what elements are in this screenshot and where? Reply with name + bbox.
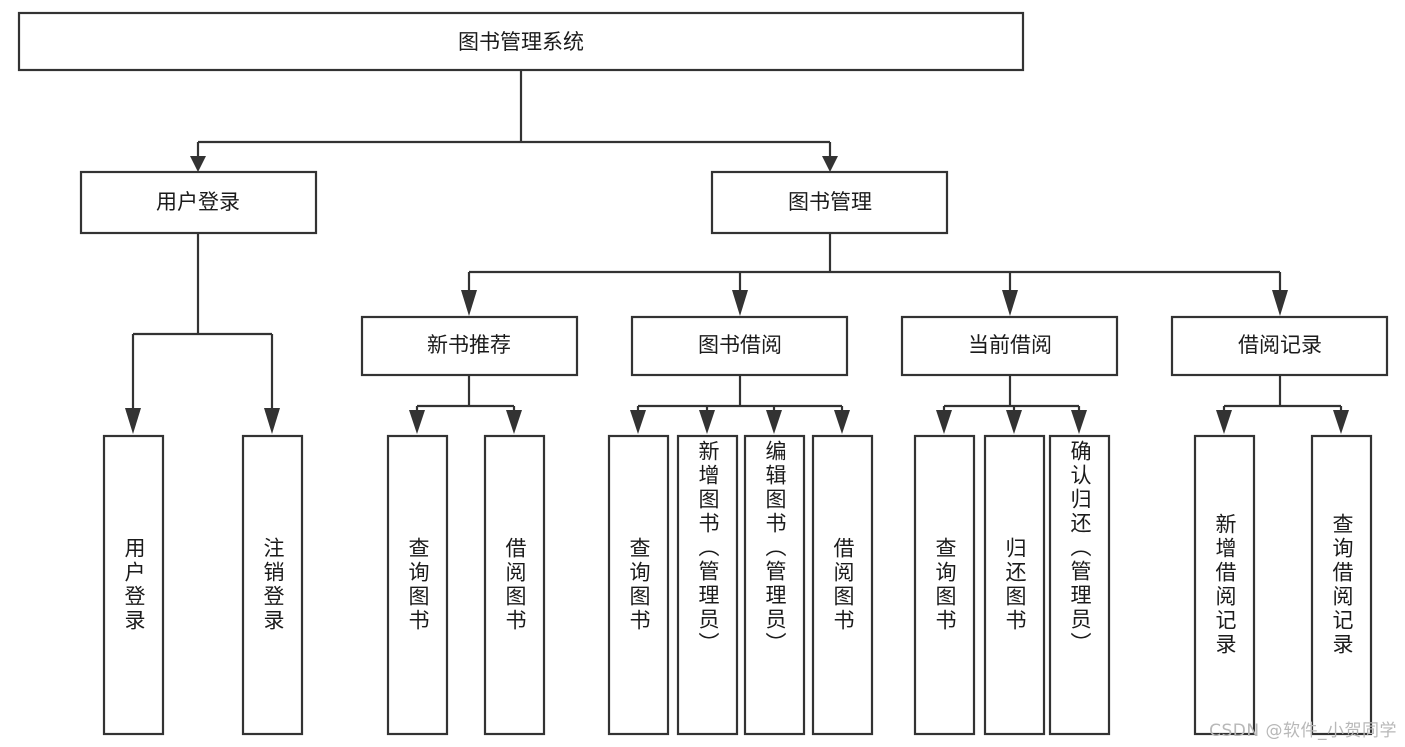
node-book-borrow-box[interactable]	[630, 315, 849, 377]
node-root[interactable]: 图书管理系统	[17, 11, 1025, 72]
arrow-head-leaf-add-borrow-record	[1216, 410, 1232, 434]
leaf-add-book-admin-box[interactable]	[676, 434, 739, 736]
arrow-head-leaf-borrow-book-2	[834, 410, 850, 434]
arrow-head-leaf-add-book-admin	[699, 410, 715, 434]
node-user-login[interactable]: 用户登录	[79, 170, 318, 235]
leaf-query-book-3-box[interactable]	[913, 434, 976, 736]
arrow-head-book-manage	[822, 156, 838, 172]
node-borrow-record-box[interactable]	[1170, 315, 1389, 377]
leaf-user-login-box[interactable]	[102, 434, 165, 736]
node-user-login-box[interactable]	[79, 170, 318, 235]
leaf-confirm-return-box[interactable]	[1048, 434, 1111, 736]
csdn-watermark: CSDN @软件_小贺同学	[1209, 721, 1397, 741]
arrow-head-leaf-return-book	[1006, 410, 1022, 434]
leaf-borrow-book-1-box[interactable]	[483, 434, 546, 736]
connector-group	[125, 71, 1349, 434]
node-borrow-record-label: 借阅记录	[1238, 333, 1322, 357]
node-book-borrow-label: 图书借阅	[698, 333, 782, 357]
node-book-manage[interactable]: 图书管理	[710, 170, 949, 235]
arrow-head-leaf-confirm-return-admin	[1071, 410, 1087, 434]
node-root-box[interactable]	[17, 11, 1025, 72]
leaf-edit-book-admin-box[interactable]	[743, 434, 806, 736]
leaf-logout-login-box[interactable]	[241, 434, 304, 736]
node-user-login-label: 用户登录	[156, 190, 240, 214]
arrow-head-user-login	[190, 156, 206, 172]
leaf-query-book-2-box[interactable]	[607, 434, 670, 736]
arrow-head-leaf-query-borrow-record	[1333, 410, 1349, 434]
leaf-add-borrow-record-box[interactable]	[1193, 434, 1256, 736]
leaf-box-group	[102, 434, 1373, 736]
leaf-query-book-1-box[interactable]	[386, 434, 449, 736]
arrow-head-leaf-edit-book-admin	[766, 410, 782, 434]
leaf-borrow-book-2-box[interactable]	[811, 434, 874, 736]
arrow-head-new-book-recommend	[461, 290, 477, 316]
leaf-return-book-box[interactable]	[983, 434, 1046, 736]
arrow-head-leaf-borrow-book-1	[506, 410, 522, 434]
node-current-borrow[interactable]: 当前借阅	[900, 315, 1119, 377]
leaf-query-borrow-record-box[interactable]	[1310, 434, 1373, 736]
node-new-book-recommend[interactable]: 新书推荐	[360, 315, 579, 377]
node-root-label: 图书管理系统	[458, 30, 584, 54]
node-current-borrow-box[interactable]	[900, 315, 1119, 377]
node-book-manage-label: 图书管理	[788, 190, 872, 214]
node-new-book-recommend-box[interactable]	[360, 315, 579, 377]
arrow-head-current-borrow	[1002, 290, 1018, 316]
arrow-head-leaf-logout-login	[264, 408, 280, 434]
arrow-head-book-borrow	[732, 290, 748, 316]
arrow-head-leaf-query-book-2	[630, 410, 646, 434]
arrow-head-leaf-query-book-3	[936, 410, 952, 434]
node-borrow-record[interactable]: 借阅记录	[1170, 315, 1389, 377]
arrow-head-leaf-user-login	[125, 408, 141, 434]
arrow-head-leaf-query-book-1	[409, 410, 425, 434]
node-current-borrow-label: 当前借阅	[968, 333, 1052, 357]
node-new-book-recommend-label: 新书推荐	[427, 333, 511, 357]
arrow-head-borrow-record	[1272, 290, 1288, 316]
node-book-borrow[interactable]: 图书借阅	[630, 315, 849, 377]
node-book-manage-box[interactable]	[710, 170, 949, 235]
